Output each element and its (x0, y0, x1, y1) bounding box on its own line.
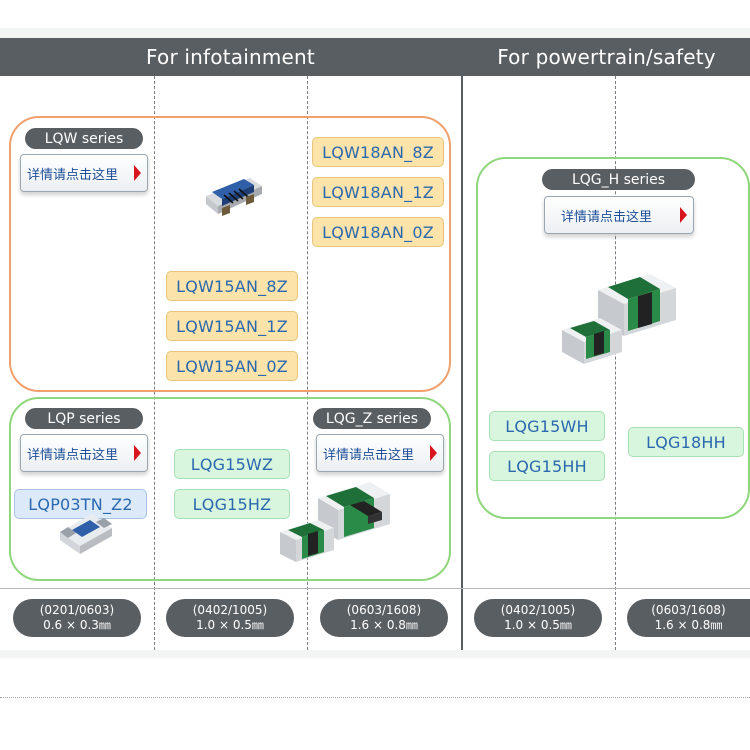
lqp-series-label: LQP series (25, 408, 143, 429)
header-infotainment: For infotainment (0, 38, 461, 76)
lqg-z-series-label: LQG_Z series (313, 408, 431, 429)
size-pill-0603-info: (0603/1608)1.6 × 0.8㎜ (320, 599, 448, 637)
column-divider (615, 76, 616, 650)
lqw-series-group (9, 116, 451, 392)
size-row-divider (0, 588, 750, 589)
size-pill-0402-info: (0402/1005)1.0 × 0.5㎜ (166, 599, 294, 637)
part-lqg15wz[interactable]: LQG15WZ (174, 449, 290, 479)
part-lqw15an-8z[interactable]: LQW15AN_8Z (166, 271, 298, 301)
lqg-h-inductor-image (562, 274, 676, 364)
footer-divider (0, 697, 750, 698)
lqg-h-series-group (476, 157, 750, 519)
part-lqw18an-1z[interactable]: LQW18AN_1Z (312, 177, 444, 207)
column-divider (154, 76, 155, 650)
arrow-right-icon (134, 165, 141, 181)
part-lqw18an-0z[interactable]: LQW18AN_0Z (312, 217, 444, 247)
part-lqw15an-1z[interactable]: LQW15AN_1Z (166, 311, 298, 341)
part-lqg15hz[interactable]: LQG15HZ (174, 489, 290, 519)
lqg-h-series-label: LQG_H series (542, 169, 695, 190)
part-lqw18an-8z[interactable]: LQW18AN_8Z (312, 137, 444, 167)
lqw-inductor-image (206, 178, 262, 216)
lqp-details-button[interactable]: 详情请点击这里 (20, 434, 148, 472)
size-pill-0201: (0201/0603)0.6 × 0.3㎜ (13, 599, 141, 637)
part-lqg15wh[interactable]: LQG15WH (489, 411, 605, 441)
arrow-right-icon (134, 445, 141, 461)
lqg-z-inductor-image (280, 482, 390, 562)
lqg-z-details-button[interactable]: 详情请点击这里 (316, 434, 444, 472)
part-lqg15hh[interactable]: LQG15HH (489, 451, 605, 481)
lqg-h-details-button[interactable]: 详情请点击这里 (544, 196, 694, 234)
arrow-right-icon (680, 207, 687, 223)
lqp-inductor-image (60, 514, 112, 554)
lqp-lqg-z-group (9, 397, 451, 581)
header-powertrain-safety: For powertrain/safety (463, 38, 750, 76)
column-divider (307, 76, 308, 650)
size-pill-0402-power: (0402/1005)1.0 × 0.5㎜ (474, 599, 602, 637)
part-lqp03tn-z2[interactable]: LQP03TN_Z2 (14, 489, 147, 519)
lqw-details-button[interactable]: 详情请点击这里 (20, 154, 148, 192)
part-lqw15an-0z[interactable]: LQW15AN_0Z (166, 351, 298, 381)
arrow-right-icon (430, 445, 437, 461)
category-separator (461, 38, 463, 650)
lqw-series-label: LQW series (25, 128, 143, 149)
size-pill-0603-power: (0603/1608)1.6 × 0.8㎜ (627, 599, 750, 637)
part-lqg18hh[interactable]: LQG18HH (628, 427, 744, 457)
